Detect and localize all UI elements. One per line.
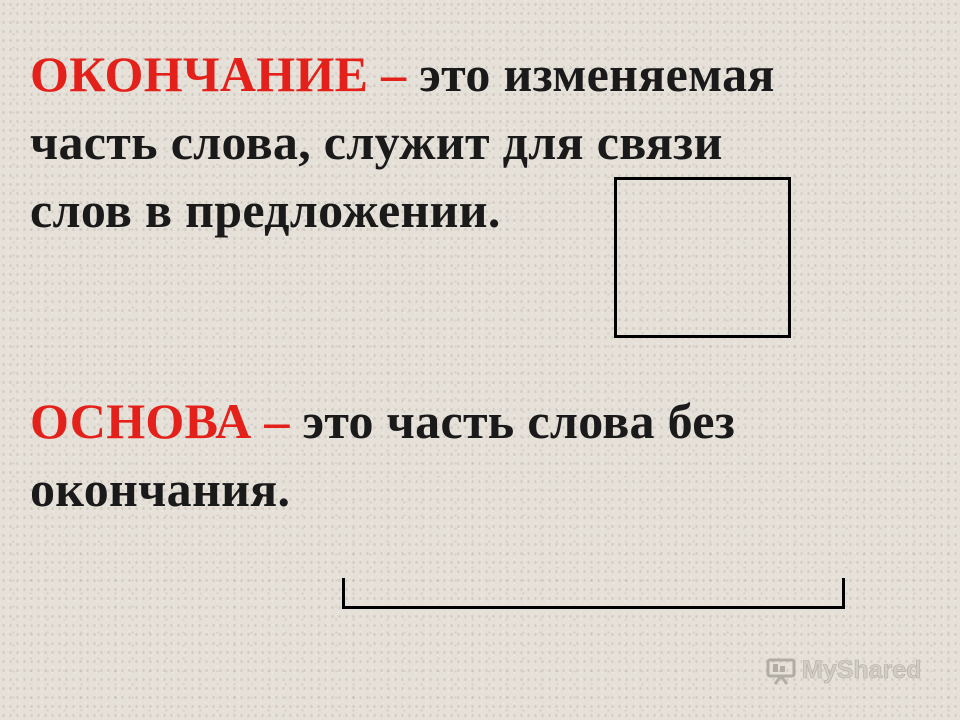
stem-definition: ОСНОВА – это часть слова без окончания.: [30, 387, 735, 523]
stem-definition-text-1: это часть слова без: [302, 393, 736, 449]
stem-symbol-bracket: [342, 578, 845, 609]
presentation-icon: [766, 657, 796, 685]
stem-definition-line-2: окончания.: [30, 461, 291, 517]
ending-definition-line-1: ОКОНЧАНИЕ – это изменяемая: [30, 40, 775, 108]
watermark: MyShared: [766, 656, 922, 685]
ending-symbol-box: [614, 177, 791, 338]
ending-definition-line-2: часть слова, служит для связи: [30, 114, 723, 170]
stem-dash: –: [264, 393, 290, 449]
stem-term: ОСНОВА: [30, 393, 252, 449]
watermark-text: MyShared: [802, 656, 922, 685]
ending-term: ОКОНЧАНИЕ: [30, 46, 369, 102]
ending-definition-text-1: это изменяемая: [419, 46, 775, 102]
stem-definition-line-1: ОСНОВА – это часть слова без: [30, 387, 735, 455]
ending-definition: ОКОНЧАНИЕ – это изменяемая часть слова, …: [30, 40, 775, 244]
ending-dash: –: [381, 46, 407, 102]
ending-definition-line-3: слов в предложении.: [30, 182, 501, 238]
